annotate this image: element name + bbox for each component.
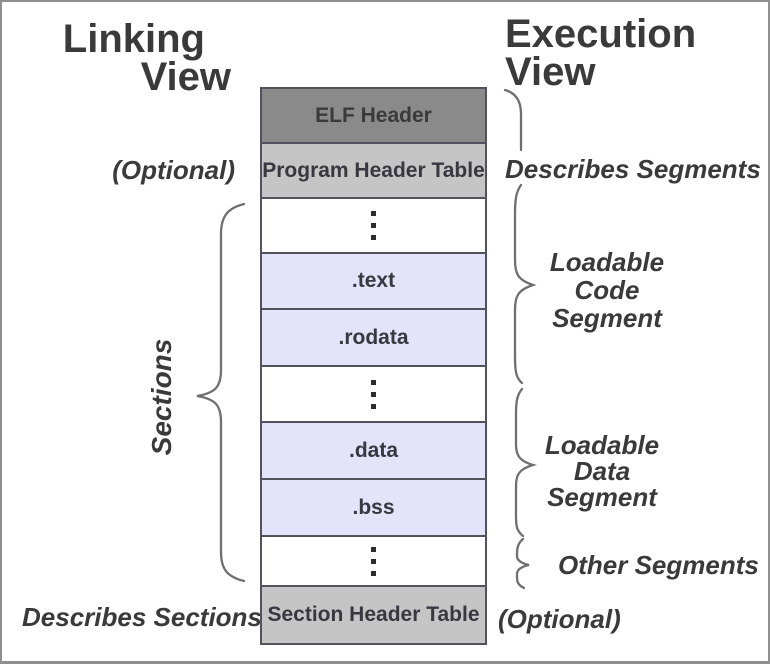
linking-view-title: Linking View (62, 17, 231, 99)
loadable-code-line2: Code (574, 275, 640, 305)
execution-view-title-line2: View (505, 50, 596, 94)
loadable-data-line1: Loadable (544, 430, 660, 460)
loadable-code-line1: Loadable (549, 247, 665, 277)
loadable-data-segment-label: Loadable Data Segment (502, 432, 702, 510)
box-ellipsis-3 (262, 537, 485, 587)
vertical-ellipsis-icon (371, 379, 376, 409)
box-elf-header: ELF Header (262, 89, 485, 144)
loadable-data-line2: Data (573, 456, 631, 486)
execution-view-title-line1: Execution (505, 12, 697, 56)
optional-label-right: (Optional) (498, 604, 621, 634)
box-data-section: .data (262, 423, 485, 480)
describes-segments-label: Describes Segments (505, 154, 761, 184)
box-program-header-table: Program Header Table (262, 144, 485, 199)
sections-left-brace (196, 202, 246, 583)
linking-view-title-line2: View (140, 55, 231, 99)
file-structure-stack: ELF Header Program Header Table .text .r… (260, 87, 487, 645)
sections-label: Sections (146, 338, 177, 456)
optional-label-left: (Optional) (112, 155, 235, 185)
execution-view-title: Execution View (505, 12, 697, 94)
linking-view-title-line1: Linking (62, 17, 205, 61)
loadable-code-line3: Segment (552, 303, 662, 333)
box-rodata-section: .rodata (262, 310, 485, 367)
box-bss-section: .bss (262, 480, 485, 537)
vertical-ellipsis-icon (371, 546, 376, 576)
loadable-data-line3: Segment (547, 482, 657, 512)
box-section-header-table: Section Header Table (262, 587, 485, 643)
describes-segments-hook (503, 88, 523, 152)
vertical-ellipsis-icon (371, 211, 376, 240)
describes-sections-label: Describes Sections (22, 602, 262, 632)
other-segments-brace (515, 537, 530, 590)
other-segments-label: Other Segments (558, 550, 759, 580)
box-ellipsis-1 (262, 199, 485, 254)
box-ellipsis-2 (262, 367, 485, 423)
box-text-section: .text (262, 254, 485, 310)
loadable-code-segment-label: Loadable Code Segment (507, 248, 707, 332)
